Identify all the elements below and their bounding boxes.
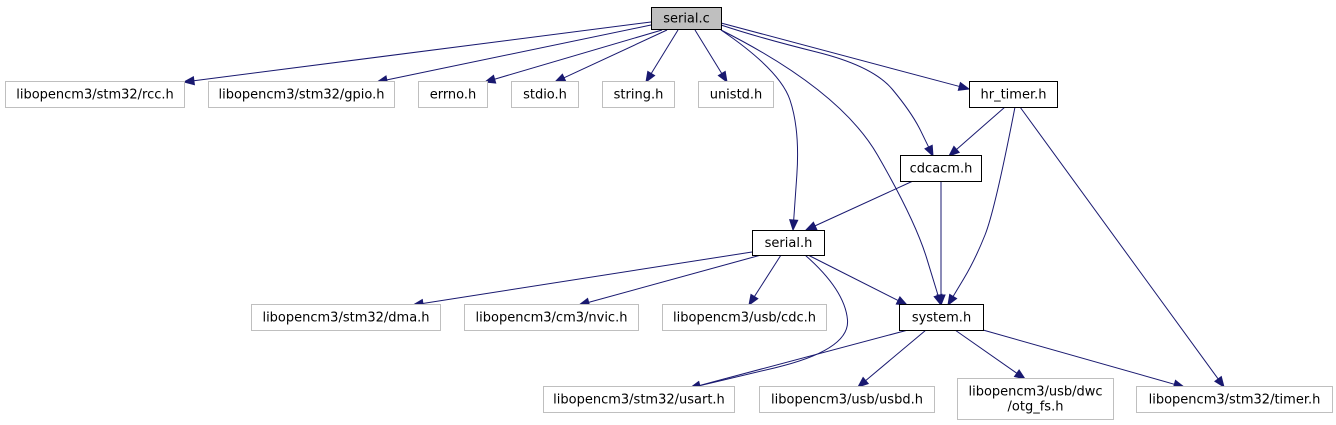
edge-serial_c-to-serial_h [720,29,799,232]
node-box [957,378,1114,420]
node-label: libopencm3/usb/cdc.h [673,311,816,326]
edge-serial_h-to-system [807,254,909,306]
node-nvic[interactable]: libopencm3/cm3/nvic.h [464,304,639,331]
node-label: string.h [614,88,664,103]
node-timer[interactable]: libopencm3/stm32/timer.h [1136,386,1333,413]
edge-serial_c-to-gpio [375,24,652,85]
node-box [969,81,1058,108]
node-label: libopencm3/stm32/dma.h [262,311,429,326]
node-label: libopencm3/stm32/rcc.h [16,88,174,103]
edge-hr_timer-to-timer [1019,106,1225,389]
node-usbd[interactable]: libopencm3/usb/usbd.h [759,386,935,413]
node-label: libopencm3/stm32/usart.h [553,393,725,408]
node-label: serial.c [663,12,710,27]
edge-cdcacm-to-serial_h [804,180,914,231]
node-box [251,304,441,331]
node-box [511,81,579,108]
node-box [418,81,488,108]
edge-serial_c-to-unistd [694,29,728,84]
node-stdio[interactable]: stdio.h [511,81,579,108]
edge-serial_c-to-cdcacm [720,24,934,158]
node-otg[interactable]: libopencm3/usb/dwc/otg_fs.h [957,378,1114,420]
node-usart[interactable]: libopencm3/stm32/usart.h [543,386,735,413]
node-box [464,304,639,331]
node-label: hr_timer.h [981,88,1047,103]
edge-cdcacm-to-system [936,181,946,307]
edge-system-to-usbd [856,329,927,388]
node-box [5,81,185,108]
node-box [602,81,675,108]
edge-hr_timer-to-cdcacm [947,106,1006,157]
node-rcc[interactable]: libopencm3/stm32/rcc.h [5,81,185,108]
node-string[interactable]: string.h [602,81,675,108]
node-system[interactable]: system.h [899,304,984,331]
edge-serial_c-to-string [645,29,679,84]
node-box [759,386,935,413]
node-label: libopencm3/usb/dwc [968,385,1102,400]
node-box [899,304,984,331]
edge-serial_c-to-hr_timer [720,22,971,91]
node-cdc[interactable]: libopencm3/usb/cdc.h [662,304,827,331]
node-label: libopencm3/cm3/nvic.h [476,311,628,326]
node-dma[interactable]: libopencm3/stm32/dma.h [251,304,441,331]
node-errno[interactable]: errno.h [418,81,488,108]
node-box [543,386,735,413]
edge-serial_h-to-dma [411,251,753,309]
node-label: libopencm3/usb/usbd.h [771,393,923,408]
node-label: /otg_fs.h [1008,400,1064,415]
node-label: libopencm3/stm32/timer.h [1149,393,1321,408]
node-hr-timer[interactable]: hr_timer.h [969,81,1058,108]
node-serial-c[interactable]: serial.c [651,7,722,30]
node-label: cdcacm.h [910,162,973,177]
edge-serial_c-to-rcc [182,21,652,86]
node-gpio[interactable]: libopencm3/stm32/gpio.h [208,81,395,108]
node-unistd[interactable]: unistd.h [698,81,774,108]
node-label: libopencm3/stm32/gpio.h [218,88,384,103]
edge-hr_timer-to-system [947,106,1016,307]
node-label: errno.h [430,88,477,103]
node-box [651,7,722,30]
node-box [208,81,395,108]
node-label: serial.h [765,236,813,251]
node-box [698,81,774,108]
node-label: system.h [912,311,971,326]
edge-serial_h-to-cdc [748,254,782,307]
node-label: stdio.h [523,88,567,103]
node-box [752,230,825,256]
edge-serial_h-to-nvic [577,254,762,307]
edge-system-to-otg [954,329,1027,380]
node-cdcacm[interactable]: cdcacm.h [900,155,982,182]
node-box [900,155,982,182]
node-box [662,304,827,331]
node-box [1136,386,1333,413]
node-label: unistd.h [710,88,763,103]
edge-serial_c-to-errno [483,29,663,84]
node-serial-h[interactable]: serial.h [752,230,825,256]
